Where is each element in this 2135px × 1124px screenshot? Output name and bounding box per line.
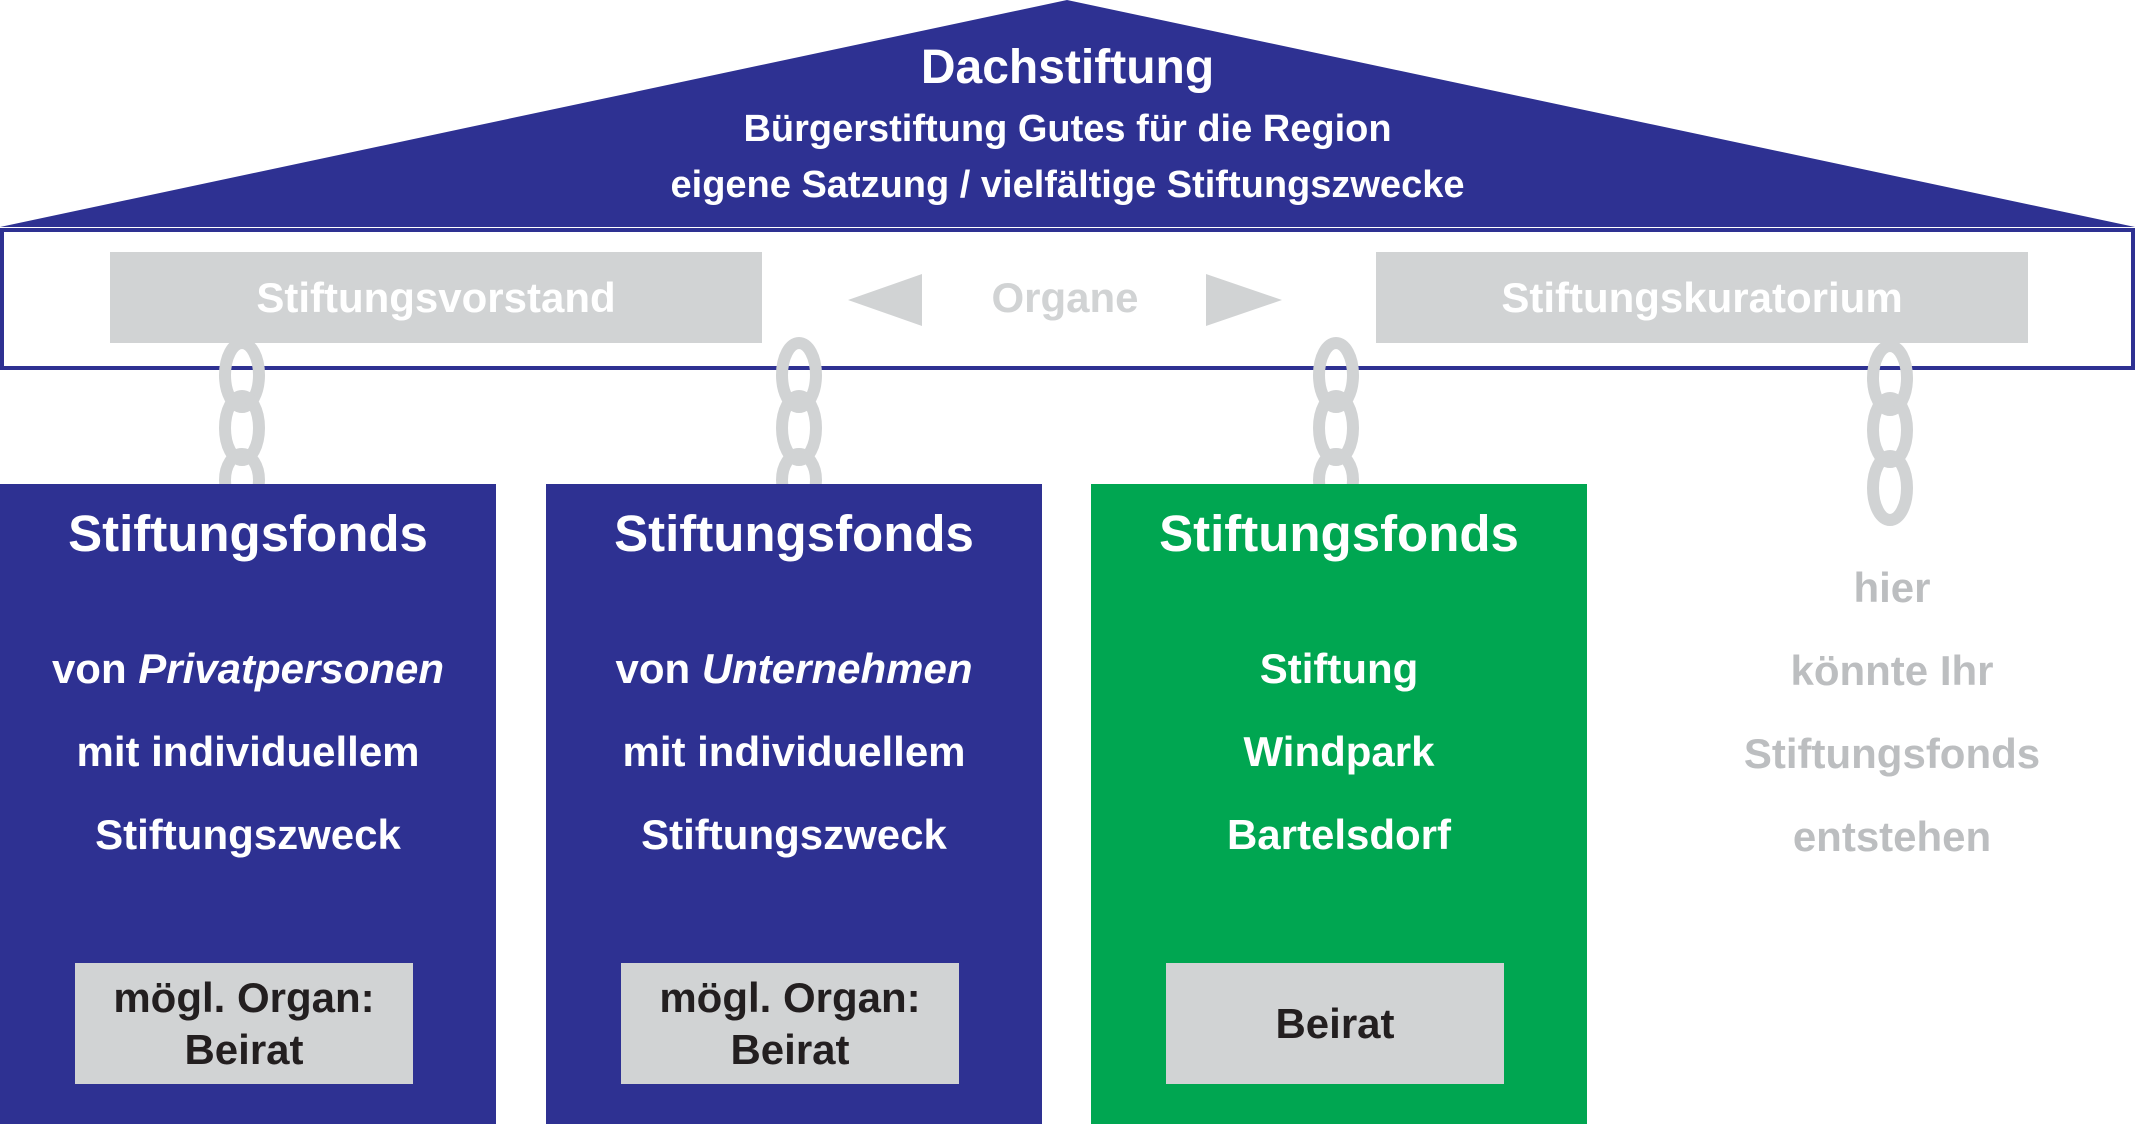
fund-line-1: von Unternehmen — [546, 644, 1042, 694]
roof-subtitle: Bürgerstiftung Gutes für die Region — [743, 108, 1392, 150]
fund-organ-value: Beirat — [184, 1025, 304, 1073]
roof-triangle — [0, 0, 2135, 227]
placeholder-line-3: Stiftungsfonds — [1743, 730, 2041, 777]
fund-line-3: Bartelsdorf — [1226, 811, 1452, 858]
fund-line-1-prefix: von — [615, 645, 702, 692]
curatorship-label: Stiftungskuratorium — [1501, 273, 1903, 321]
fund-line-1: Stiftung — [1259, 645, 1419, 692]
fund-private: Stiftungsfonds von Privatpersonen mit in… — [0, 484, 496, 1124]
fund-line-1-emphasis: Unternehmen — [701, 645, 973, 692]
fund-organ-label: mögl. Organ: — [113, 973, 375, 1021]
fund-organ-tag: mögl. Organ: Beirat — [621, 963, 959, 1084]
fund-line-2: mit individuellem — [76, 728, 420, 775]
chain-icon-2 — [776, 337, 822, 512]
board-label: Stiftungsvorstand — [256, 273, 616, 321]
fund-title: Stiftungsfonds — [68, 505, 428, 562]
fund-title: Stiftungsfonds — [614, 505, 974, 562]
roof-title: Dachstiftung — [920, 41, 1215, 94]
fund-line-3: Stiftungszweck — [95, 811, 401, 858]
placeholder-line-4: entstehen — [1792, 813, 1992, 860]
curatorship-box: Stiftungskuratorium — [1376, 252, 2028, 343]
fund-organ-tag: mögl. Organ: Beirat — [75, 963, 413, 1084]
arrow-left-icon — [848, 274, 922, 326]
fund-line-1-prefix: von — [51, 645, 139, 692]
fund-line-2: Windpark — [1243, 728, 1435, 775]
arrow-right-icon — [1206, 274, 1282, 326]
organs-label: Organe — [991, 274, 1139, 321]
placeholder-line-2: könnte Ihr — [1790, 647, 1994, 694]
board-box: Stiftungsvorstand — [110, 252, 762, 343]
chain-icon-3 — [1313, 337, 1359, 512]
fund-company: Stiftungsfonds von Unternehmen mit indiv… — [546, 484, 1042, 1124]
chain-icon-4 — [1867, 340, 1913, 526]
fund-organ-value: Beirat — [730, 1025, 850, 1073]
fund-line-3: Stiftungszweck — [641, 811, 947, 858]
fund-line-1-emphasis: Privatpersonen — [138, 645, 445, 692]
fund-line-1: von Privatpersonen — [0, 644, 496, 694]
roof-description: eigene Satzung / vielfältige Stiftungszw… — [670, 164, 1465, 206]
fund-organ-label: mögl. Organ: — [659, 973, 921, 1021]
fund-organ-tag: Beirat — [1166, 963, 1504, 1084]
placeholder-line-1: hier — [1853, 564, 1931, 611]
fund-organ-value: Beirat — [1275, 999, 1395, 1047]
fund-title: Stiftungsfonds — [1159, 505, 1519, 562]
fund-windpark: Stiftungsfonds Stiftung Windpark Bartels… — [1091, 484, 1587, 1124]
fund-line-2: mit individuellem — [622, 728, 966, 775]
